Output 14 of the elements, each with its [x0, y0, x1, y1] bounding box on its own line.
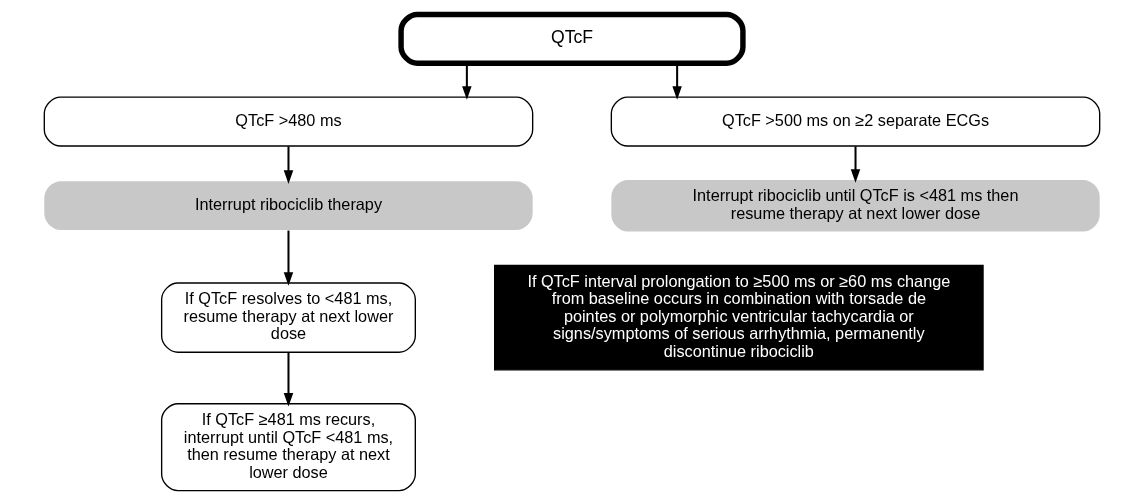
- node-box: QTcF >480 ms: [43, 96, 534, 147]
- arrow: [283, 351, 294, 407]
- node-box: Interrupt ribociclib until QTcF is <481 ms then resume therapy at next lower dose: [611, 179, 1100, 231]
- node-box: If QTcF resolves to <481 ms, resume therapy at next lower dose: [160, 281, 416, 353]
- arrow: [283, 145, 294, 184]
- arrow: [462, 63, 472, 100]
- node-box: QTcF: [398, 11, 746, 66]
- node-box: Interrupt ribociclib therapy: [44, 180, 533, 230]
- arrow: [850, 145, 861, 183]
- node-box: QTcF >500 ms on ≥2 separate ECGs: [610, 96, 1101, 147]
- node-box: If QTcF interval prolongation to ≥500 ms or ≥60 ms change from baseline occurs in combination with torsade de pointes or polymorphic ventricular tachycardia or signs/symptoms of serious arrhythmia, permanently discontinue ribociclib: [494, 264, 984, 370]
- arrow: [283, 230, 294, 286]
- arrow: [672, 63, 682, 100]
- node-box: If QTcF ≥481 ms recurs, interrupt until QTcF <481 ms, then resume therapy at next lower dose: [160, 402, 416, 491]
